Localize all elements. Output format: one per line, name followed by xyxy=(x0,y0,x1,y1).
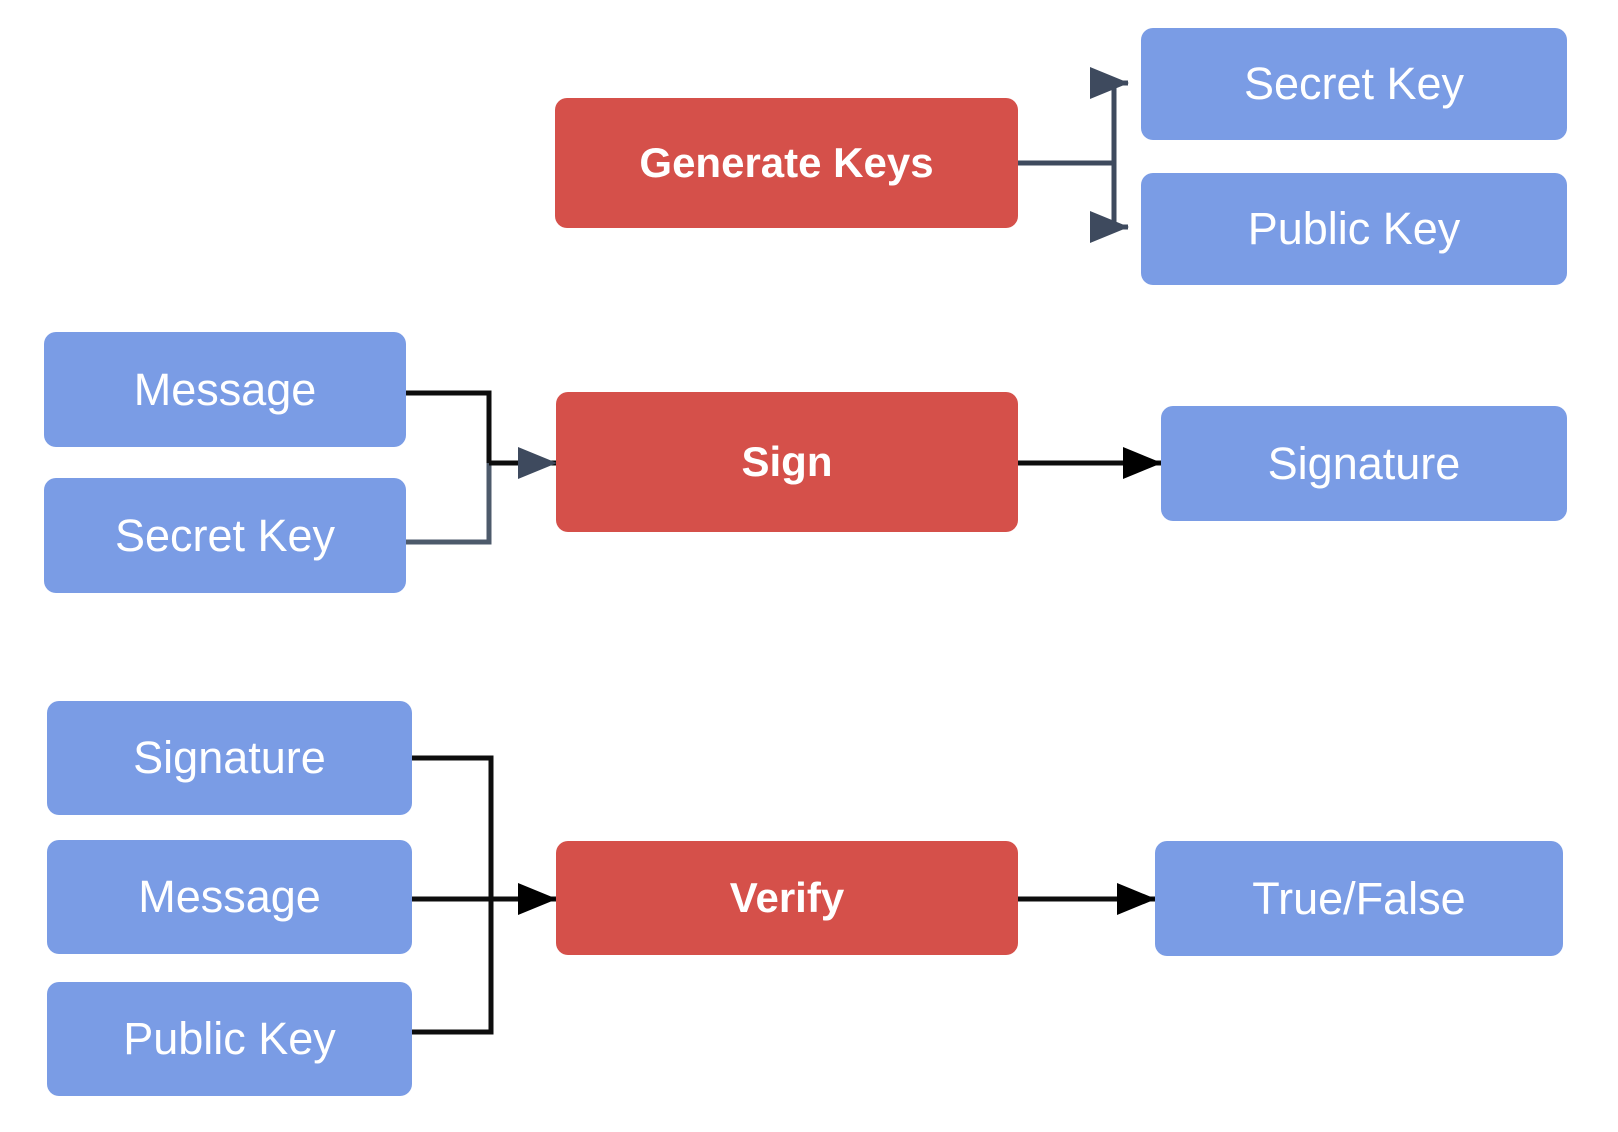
edge-sign-inputs xyxy=(406,390,558,545)
data-verify-input-public-key-label: Public Key xyxy=(123,1013,336,1065)
process-sign[interactable]: Sign xyxy=(556,392,1018,532)
process-verify-label: Verify xyxy=(729,873,845,921)
edge-generate-keys-split xyxy=(1018,66,1130,243)
process-verify[interactable]: Verify xyxy=(556,841,1018,955)
data-verify-input-message[interactable]: Message xyxy=(47,840,412,954)
data-sign-input-message-label: Message xyxy=(133,363,317,415)
data-sign-input-message[interactable]: Message xyxy=(44,332,406,447)
data-verify-input-message-label: Message xyxy=(138,871,321,923)
data-public-key-output-label: Public Key xyxy=(1247,203,1461,255)
data-verify-input-signature[interactable]: Signature xyxy=(47,701,412,815)
data-sign-input-secret-key-label: Secret Key xyxy=(114,509,336,561)
data-verify-input-signature-label: Signature xyxy=(133,732,326,784)
process-sign-label: Sign xyxy=(741,437,833,485)
process-generate-keys[interactable]: Generate Keys xyxy=(555,98,1018,228)
data-true-false-output[interactable]: True/False xyxy=(1155,841,1563,956)
data-secret-key-output[interactable]: Secret Key xyxy=(1141,28,1567,140)
data-sign-input-secret-key[interactable]: Secret Key xyxy=(44,478,406,593)
data-secret-key-output-label: Secret Key xyxy=(1243,58,1465,110)
data-true-false-output-label: True/False xyxy=(1252,872,1466,924)
data-verify-input-public-key[interactable]: Public Key xyxy=(47,982,412,1096)
data-public-key-output[interactable]: Public Key xyxy=(1141,173,1567,285)
process-generate-keys-label: Generate Keys xyxy=(639,138,934,186)
edge-verify-inputs xyxy=(412,755,558,1035)
data-signature-output[interactable]: Signature xyxy=(1161,406,1567,521)
data-signature-output-label: Signature xyxy=(1267,437,1461,489)
